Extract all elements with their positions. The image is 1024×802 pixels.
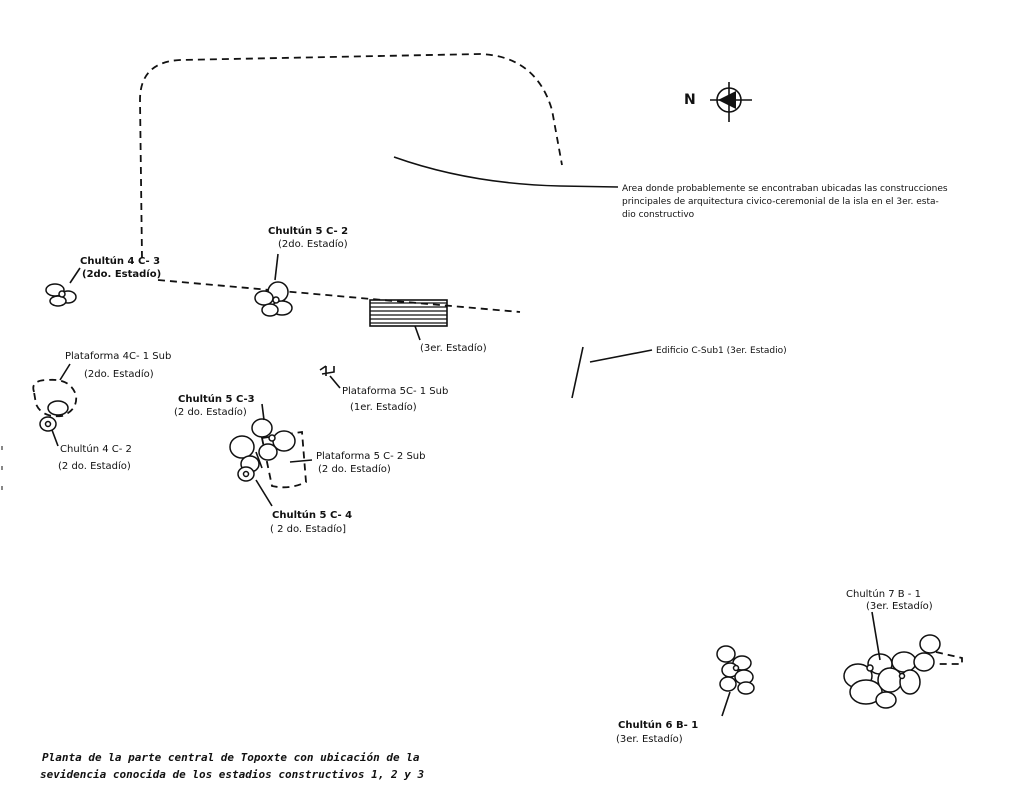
chultun-4c3-name: Chultún 4 C- 3 [80,255,160,267]
area-note-line2: principales de arquitectura civico-cerem… [622,197,939,207]
plataforma-5c2-stage: (2 do. Estadío) [318,463,391,475]
chultun-5c3-cluster [229,418,307,489]
chultun-4c2-name: Chultún 4 C- 2 [60,443,132,455]
chultun-4c3-stage: (2do. Estadío) [82,268,161,280]
stage3-building-hatched [369,299,448,341]
chultun-7b1-stage: (3er. Estadío) [866,600,933,612]
caption-line1: Planta de la parte central de Topoxte co… [42,751,420,764]
caption-line2: sevidencia conocida de los estadios cons… [40,768,424,781]
chultun-5c2-stage: (2do. Estadío) [278,238,348,250]
probable-area-curve [393,156,619,188]
chultun-5c4-name: Chultún 5 C- 4 [272,509,352,521]
plataforma-5c1-stage: (1er. Estadío) [350,401,417,413]
chultun-5c4-stage: ( 2 do. Estadío] [270,523,346,535]
stage3-building-label: (3er. Estadío) [420,342,487,354]
area-note-line1: Area donde probablemente se encontraban … [622,184,948,194]
plataforma-5c1-name: Plataforma 5C- 1 Sub [342,386,448,397]
chultun-6b1-name: Chultún 6 B- 1 [618,719,698,731]
chultun-7b1-name: Chultún 7 B - 1 [846,588,921,600]
chultun-4c3-shape [45,283,77,307]
edificio-leader-line [589,349,653,363]
edificio-csub1-label: Edificio C-Sub1 (3er. Estadio) [656,346,787,356]
chultun-7b1-shape [843,634,963,709]
north-arrow-icon [710,82,752,122]
plataforma-5c1-shape [319,365,335,376]
plataforma-4c1-name: Plataforma 4C- 1 Sub [65,351,171,362]
chultun-5c2-shape [254,281,293,317]
dashed-axis-line [157,279,521,313]
chultun-5c3-stage: (2 do. Estadío) [174,406,247,418]
north-label: N [684,92,696,108]
chultun-5c2-name: Chultún 5 C- 2 [268,225,348,237]
chultun-4c2-stage: (2 do. Estadío) [58,460,131,472]
chultun-6b1-stage: (3er. Estadío) [616,733,683,745]
area-note-line3: dio constructivo [622,210,695,220]
plataforma-4c1-shape [32,378,78,432]
plataforma-4c1-stage: (2do. Estadío) [84,368,154,380]
chultun-5c3-name: Chultún 5 C-3 [178,393,255,405]
plataforma-5c2-name: Plataforma 5 C- 2 Sub [316,451,426,462]
chultun-6b1-shape [716,645,755,695]
edificio-csub1-wall [571,346,584,399]
dashed-area-boundary [139,53,563,259]
